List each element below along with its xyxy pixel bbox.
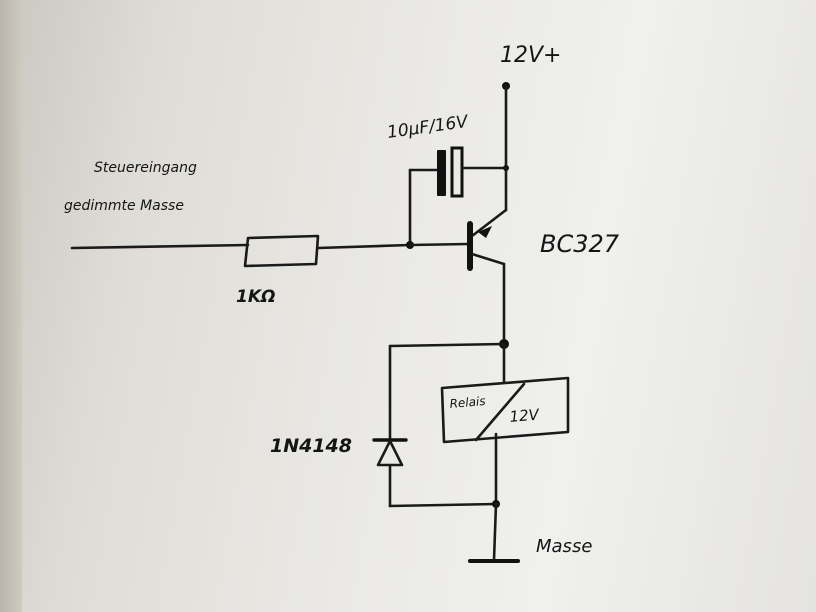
supply-rail bbox=[502, 82, 510, 212]
diode bbox=[372, 342, 506, 508]
supply-label: 12V+ bbox=[500, 43, 561, 68]
ground-label: Masse bbox=[536, 536, 592, 557]
input-line bbox=[70, 243, 250, 250]
input-label-line2: gedimmte Masse bbox=[64, 198, 184, 214]
relay-label-right: 12V bbox=[509, 405, 542, 426]
relay bbox=[440, 342, 570, 506]
capacitor bbox=[408, 146, 508, 246]
transistor bbox=[408, 208, 508, 346]
resistor-label: 1KΩ bbox=[236, 287, 275, 307]
table-edge bbox=[0, 0, 22, 612]
diode-label: 1N4148 bbox=[270, 435, 352, 457]
relay-label-left: Relais bbox=[449, 394, 486, 411]
ground-symbol bbox=[468, 502, 520, 563]
transistor-label: BC327 bbox=[540, 230, 620, 258]
input-label-line1: Steuereingang bbox=[94, 160, 197, 176]
capacitor-label: 10µF/16V bbox=[386, 112, 471, 143]
resistor bbox=[243, 234, 412, 268]
